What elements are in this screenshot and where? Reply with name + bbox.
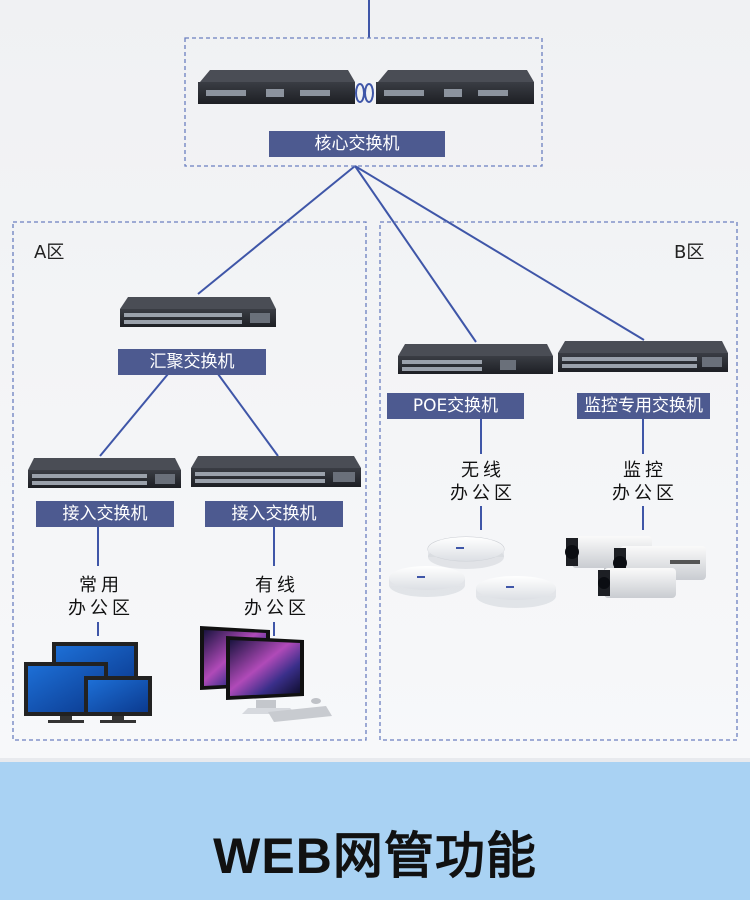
zone-b-box bbox=[379, 221, 738, 741]
switch-icon bbox=[120, 297, 276, 327]
core-to-poe-line bbox=[354, 165, 477, 343]
core-box bbox=[184, 37, 543, 167]
monitor-switch-label: 监控专用交换机 bbox=[577, 393, 710, 419]
switch-icon bbox=[558, 341, 728, 372]
core-switch-icon bbox=[198, 70, 534, 104]
zone-a-title: A区 bbox=[34, 242, 65, 263]
core-switch-label: 核心交换机 bbox=[269, 131, 445, 157]
area-label-line2: 办公区 bbox=[68, 598, 134, 619]
area-label-line2: 办公区 bbox=[612, 483, 678, 504]
area-label-line1: 监控 bbox=[623, 460, 667, 481]
desktop-monitor-icon bbox=[24, 642, 152, 723]
aggregation-to-access-left-line bbox=[99, 373, 169, 457]
poe-switch-label: POE交换机 bbox=[387, 393, 524, 419]
zone-b-title: B区 bbox=[674, 242, 705, 263]
core-to-aggregation-line bbox=[197, 165, 356, 295]
core-to-monitor-line bbox=[354, 165, 645, 341]
wireless-ap-icon bbox=[389, 566, 465, 597]
wireless-office-area-label: 无线 办公区 bbox=[438, 459, 528, 505]
common-office-area-label: 常用 办公区 bbox=[56, 574, 146, 620]
access-switch-left-label: 接入交换机 bbox=[36, 501, 174, 527]
zone-a-box bbox=[12, 221, 367, 741]
aggregation-to-access-right-line bbox=[217, 373, 279, 457]
banner-divider bbox=[0, 758, 750, 762]
area-label-line1: 有线 bbox=[255, 575, 299, 596]
bullet-camera-icon bbox=[598, 568, 676, 598]
background bbox=[0, 0, 750, 762]
area-label-line1: 常用 bbox=[79, 575, 123, 596]
access-switch-right-label: 接入交换机 bbox=[205, 501, 343, 527]
desktop-monitor-icon bbox=[200, 626, 332, 722]
switch-icon bbox=[28, 458, 181, 488]
area-label-line2: 办公区 bbox=[244, 598, 310, 619]
wireless-ap-icon bbox=[427, 536, 505, 569]
switch-icon bbox=[398, 344, 553, 374]
area-label-line2: 办公区 bbox=[450, 483, 516, 504]
banner-title: WEB网管功能 bbox=[213, 828, 537, 884]
monitor-office-area-label: 监控 办公区 bbox=[600, 459, 690, 505]
wireless-ap-icon bbox=[476, 576, 556, 608]
wired-office-area-label: 有线 办公区 bbox=[232, 574, 322, 620]
connection-lines bbox=[97, 0, 645, 636]
bottom-banner bbox=[0, 762, 750, 900]
area-label-line1: 无线 bbox=[461, 460, 505, 481]
aggregation-switch-label: 汇聚交换机 bbox=[118, 349, 266, 375]
switch-icon bbox=[191, 456, 361, 487]
